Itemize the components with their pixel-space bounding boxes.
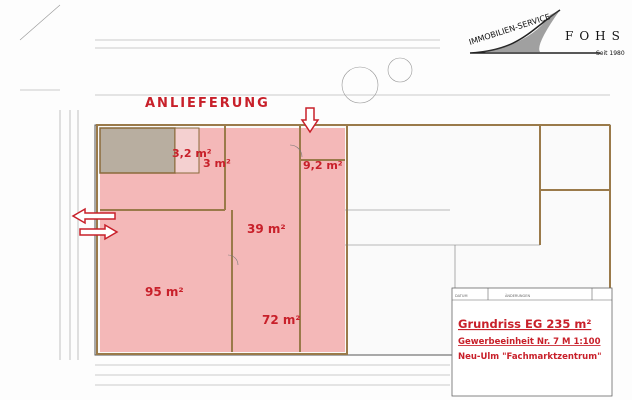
area-label: 3 m² bbox=[203, 157, 231, 170]
svg-text:DATUM: DATUM bbox=[455, 294, 467, 298]
area-label: 72 m² bbox=[262, 313, 301, 327]
area-label: 3,2 m² bbox=[172, 147, 212, 160]
company-logo: IMMOBILIEN-SERVICE FOHS Seit 1980 bbox=[468, 9, 626, 57]
area-label: 95 m² bbox=[145, 285, 184, 299]
area-label: 39 m² bbox=[247, 222, 286, 236]
svg-text:Seit 1980: Seit 1980 bbox=[596, 50, 625, 57]
arrow-left-icon bbox=[71, 207, 116, 225]
svg-text:ÄNDERUNGEN: ÄNDERUNGEN bbox=[505, 293, 530, 298]
plan-location: Neu-Ulm "Fachmarktzentrum" bbox=[458, 352, 602, 362]
walls bbox=[96, 124, 611, 355]
arrow-down-icon bbox=[300, 107, 320, 134]
plan-subtitle: Gewerbeeinheit Nr. 7 M 1:100 bbox=[458, 337, 601, 347]
area-label: 9,2 m² bbox=[303, 159, 343, 172]
unit-highlight bbox=[100, 128, 345, 352]
arrow-right-icon bbox=[79, 223, 119, 241]
svg-text:FOHS: FOHS bbox=[565, 29, 626, 43]
storage-room bbox=[99, 127, 176, 174]
delivery-label: ANLIEFERUNG bbox=[145, 96, 270, 111]
dimension-lines bbox=[19, 4, 610, 386]
title-block: DATUM ÄNDERUNGEN Grundriss EG 235 m² Gew… bbox=[451, 287, 613, 397]
entrance-arrows bbox=[71, 107, 320, 241]
plan-title: Grundriss EG 235 m² bbox=[458, 317, 591, 331]
